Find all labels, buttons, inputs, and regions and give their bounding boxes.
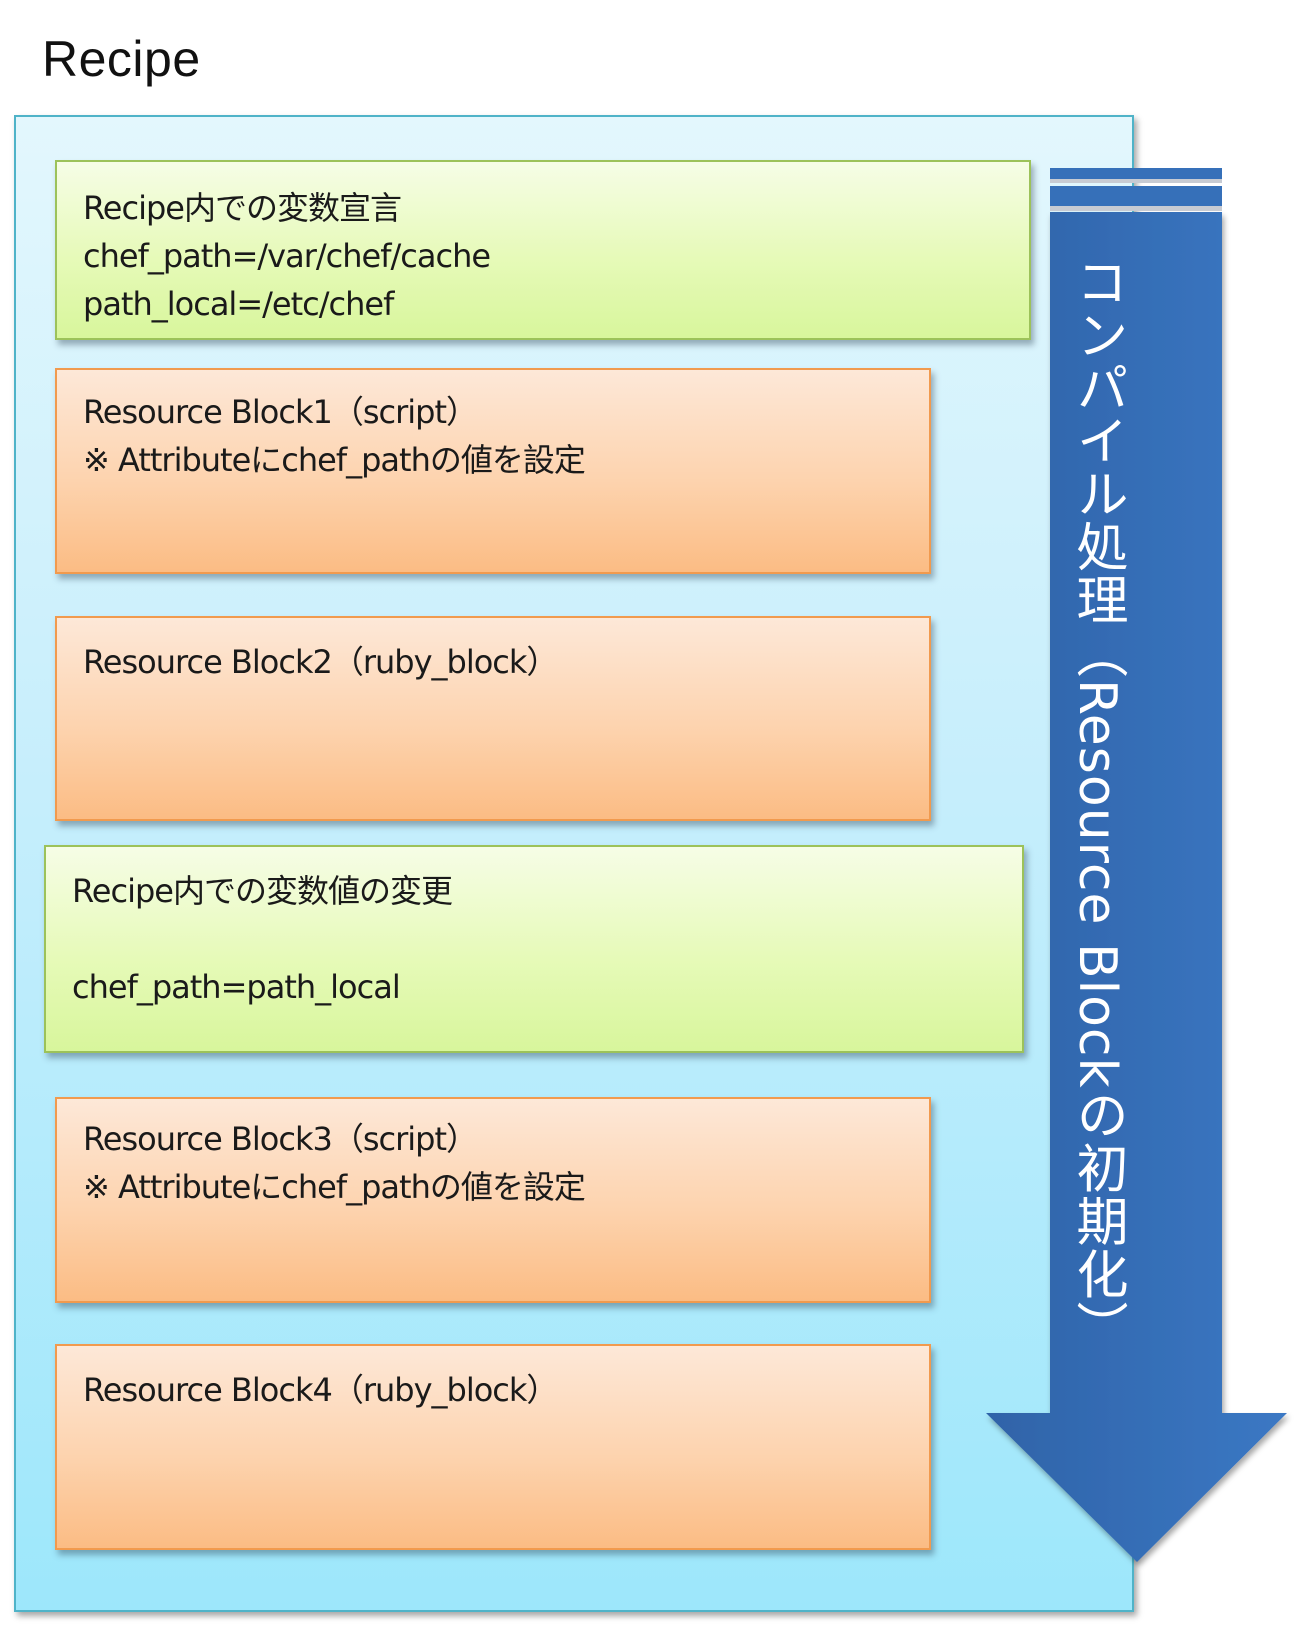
arrow-stripe-gap-2 <box>1050 206 1222 211</box>
arrow-body <box>986 212 1287 1562</box>
resource-block-3: Resource Block3（script） ※ Attributeにchef… <box>55 1097 931 1303</box>
block-line: Resource Block2（ruby_block） <box>83 643 558 681</box>
block-line: chef_path=/var/chef/cache <box>83 237 491 275</box>
variable-change-box: Recipe内での変数値の変更 chef_path=path_local <box>44 845 1024 1053</box>
block-line: path_local=/etc/chef <box>83 285 394 323</box>
block-line: Resource Block3（script） <box>83 1120 478 1158</box>
block-line: ※ Attributeにchef_pathの値を設定 <box>83 1168 586 1206</box>
arrow-stripe-gap-1 <box>1050 179 1222 183</box>
diagram-title: Recipe <box>42 31 201 87</box>
resource-block-1: Resource Block1（script） ※ Attributeにchef… <box>55 368 931 574</box>
block-line: Resource Block1（script） <box>83 393 478 431</box>
block-line: Recipe内での変数値の変更 <box>72 872 453 910</box>
resource-block-4: Resource Block4（ruby_block） <box>55 1344 931 1550</box>
arrow-stripe-1 <box>1050 168 1222 179</box>
block-line: ※ Attributeにchef_pathの値を設定 <box>83 441 586 479</box>
block-line: Recipe内での変数宣言 <box>83 189 402 227</box>
arrow-stripe-2 <box>1050 186 1222 206</box>
block-line: chef_path=path_local <box>72 968 401 1006</box>
block-line: Resource Block4（ruby_block） <box>83 1371 558 1409</box>
variable-declaration-box: Recipe内での変数宣言 chef_path=/var/chef/cache … <box>55 160 1031 340</box>
block-line <box>72 915 996 963</box>
resource-block-2: Resource Block2（ruby_block） <box>55 616 931 821</box>
arrow-label: コンパイル処理（Resource Blockの初期化） <box>1067 255 1127 1354</box>
